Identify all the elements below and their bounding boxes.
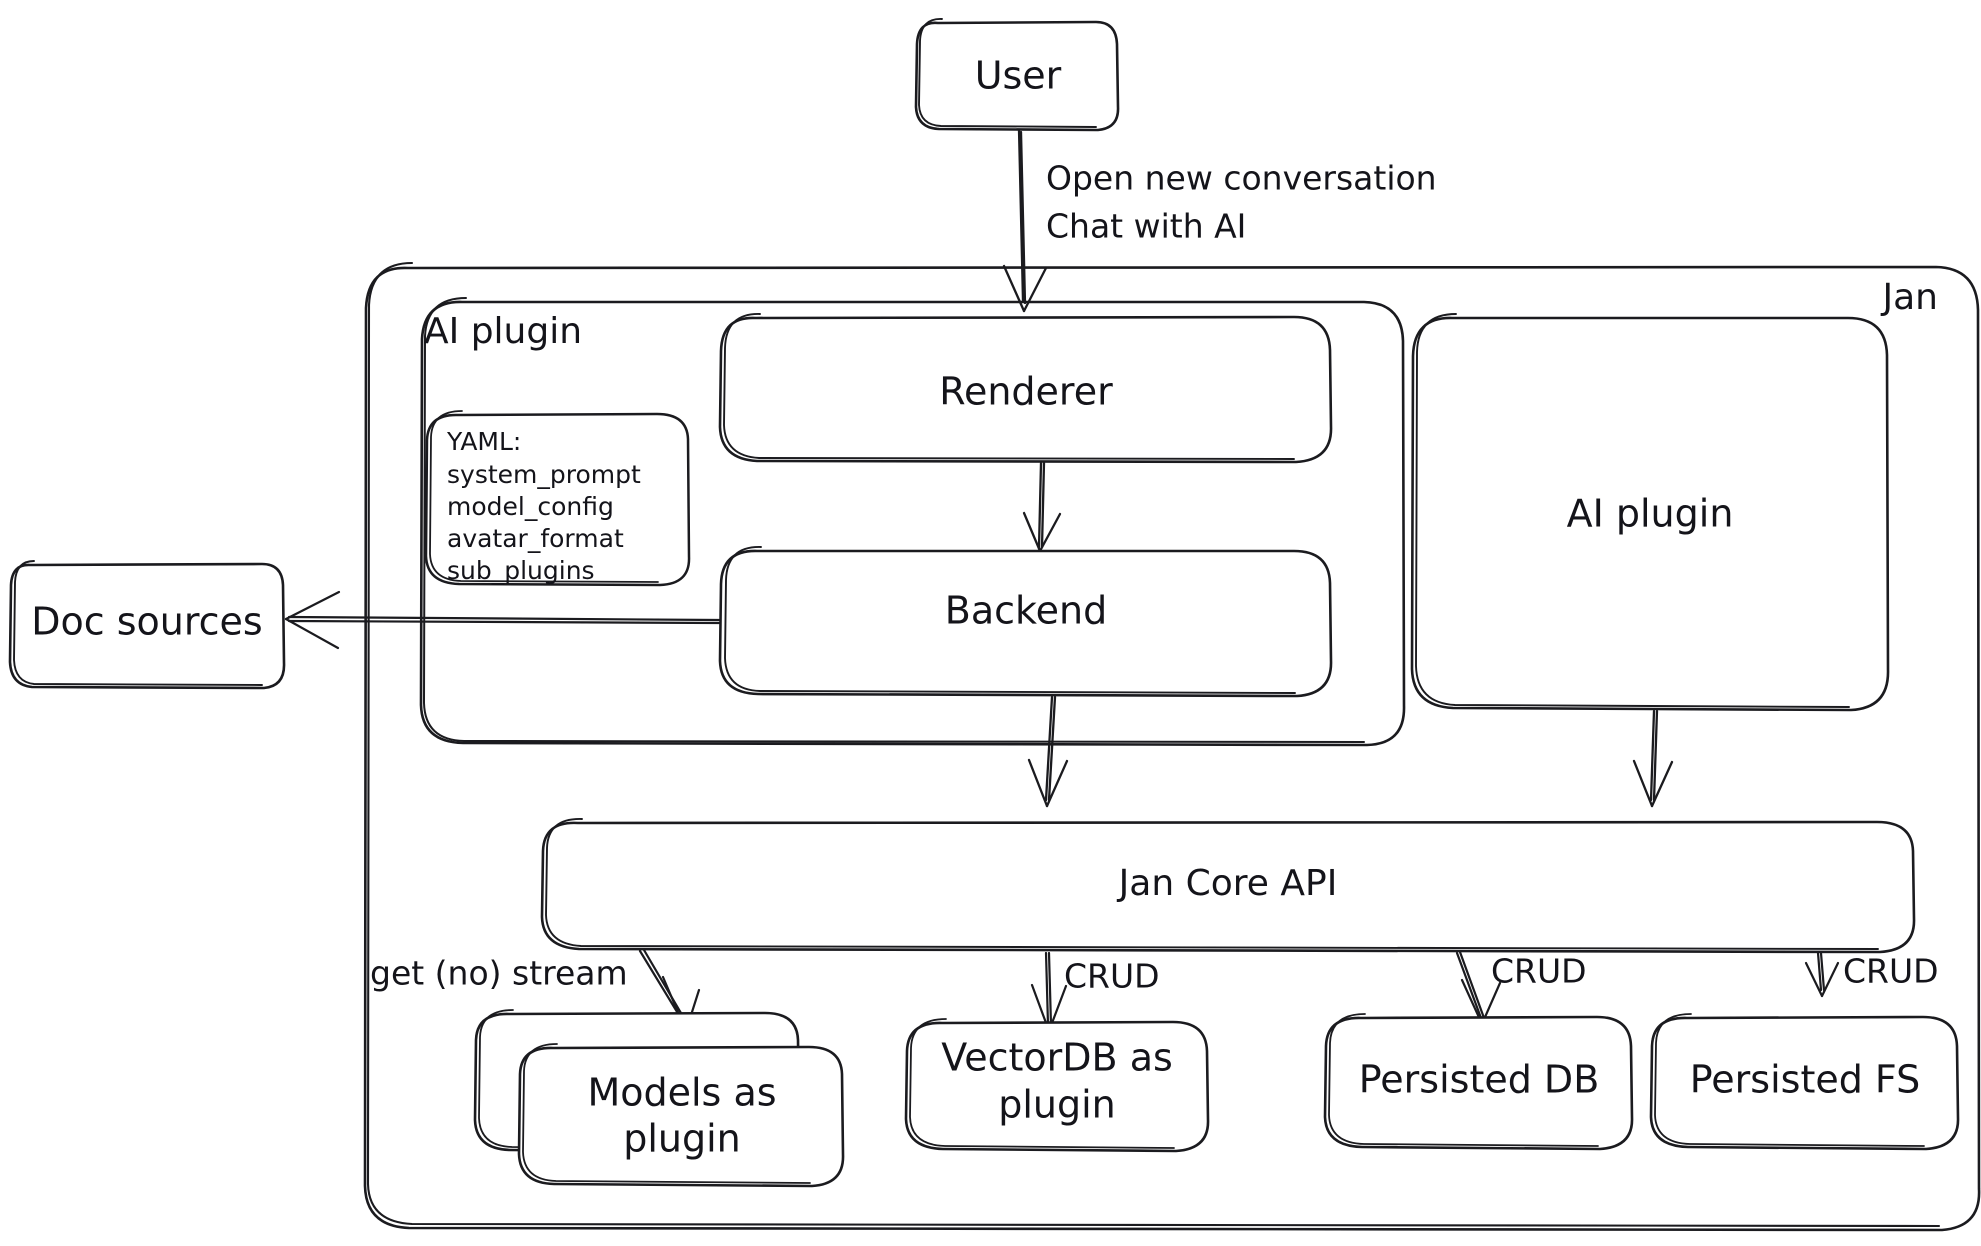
edge-core-api-to-persisted-db: CRUD: [1455, 950, 1587, 1026]
container-ai-plugin-group[interactable]: AI plugin: [419, 297, 1406, 747]
yaml-key-avatar-format: avatar_format: [447, 524, 624, 553]
node-doc-sources-label: Doc sources: [31, 600, 262, 644]
node-persisted-db[interactable]: Persisted DB: [1323, 1013, 1634, 1151]
node-user[interactable]: User: [914, 18, 1120, 132]
edge-label-crud-persisted-db: CRUD: [1491, 952, 1587, 991]
edge-label-open-new-conversation: Open new conversation: [1046, 159, 1437, 198]
node-vectordb-as-plugin-label-line1: VectorDB as: [941, 1036, 1173, 1080]
node-backend[interactable]: Backend: [718, 546, 1333, 698]
edge-core-api-to-vectordb: CRUD: [1030, 951, 1160, 1033]
edge-label-chat-with-ai: Chat with AI: [1046, 207, 1246, 246]
node-ai-plugin-label: AI plugin: [1567, 492, 1734, 536]
node-jan-core-api-label: Jan Core API: [1117, 863, 1338, 904]
node-persisted-fs-label: Persisted FS: [1690, 1058, 1921, 1102]
yaml-key-system-prompt: system_prompt: [447, 460, 641, 489]
yaml-key-model-config: model_config: [447, 492, 614, 521]
node-models-as-plugin[interactable]: Models as plugin: [473, 1009, 845, 1188]
node-persisted-fs[interactable]: Persisted FS: [1649, 1013, 1960, 1151]
node-renderer[interactable]: Renderer: [718, 313, 1333, 464]
node-doc-sources[interactable]: Doc sources: [8, 560, 286, 690]
container-jan[interactable]: Jan: [363, 261, 1981, 1232]
yaml-key-sub-plugins: sub_plugins: [447, 556, 595, 585]
yaml-heading: YAML:: [446, 427, 521, 456]
node-renderer-label: Renderer: [939, 370, 1113, 414]
card-yaml-config[interactable]: YAML: system_prompt model_config avatar_…: [424, 410, 691, 587]
edge-label-crud-persisted-fs: CRUD: [1843, 952, 1939, 991]
edge-user-to-renderer: Open new conversation Chat with AI: [1002, 128, 1437, 313]
container-ai-plugin-group-label: AI plugin: [424, 311, 582, 352]
edge-ai-plugin-to-core-api: [1632, 709, 1674, 808]
node-persisted-db-label: Persisted DB: [1359, 1058, 1600, 1102]
edge-backend-to-core-api: [1027, 695, 1069, 808]
container-jan-label: Jan: [1881, 277, 1939, 318]
edge-backend-to-doc-sources: [284, 590, 721, 650]
node-backend-label: Backend: [945, 589, 1107, 633]
edge-label-get-no-stream: get (no) stream: [370, 954, 628, 993]
node-models-as-plugin-label-line1: Models as: [587, 1071, 776, 1115]
edge-core-api-to-persisted-fs: CRUD: [1804, 952, 1939, 998]
node-ai-plugin[interactable]: AI plugin: [1410, 313, 1890, 712]
node-models-as-plugin-label-line2: plugin: [623, 1117, 741, 1161]
node-vectordb-as-plugin-label-line2: plugin: [998, 1083, 1116, 1127]
node-user-label: User: [975, 54, 1062, 98]
node-vectordb-as-plugin[interactable]: VectorDB as plugin: [904, 1018, 1210, 1153]
node-jan-core-api[interactable]: Jan Core API: [540, 818, 1916, 954]
edge-renderer-to-backend: [1022, 461, 1062, 553]
edge-label-crud-vectordb: CRUD: [1064, 957, 1160, 996]
